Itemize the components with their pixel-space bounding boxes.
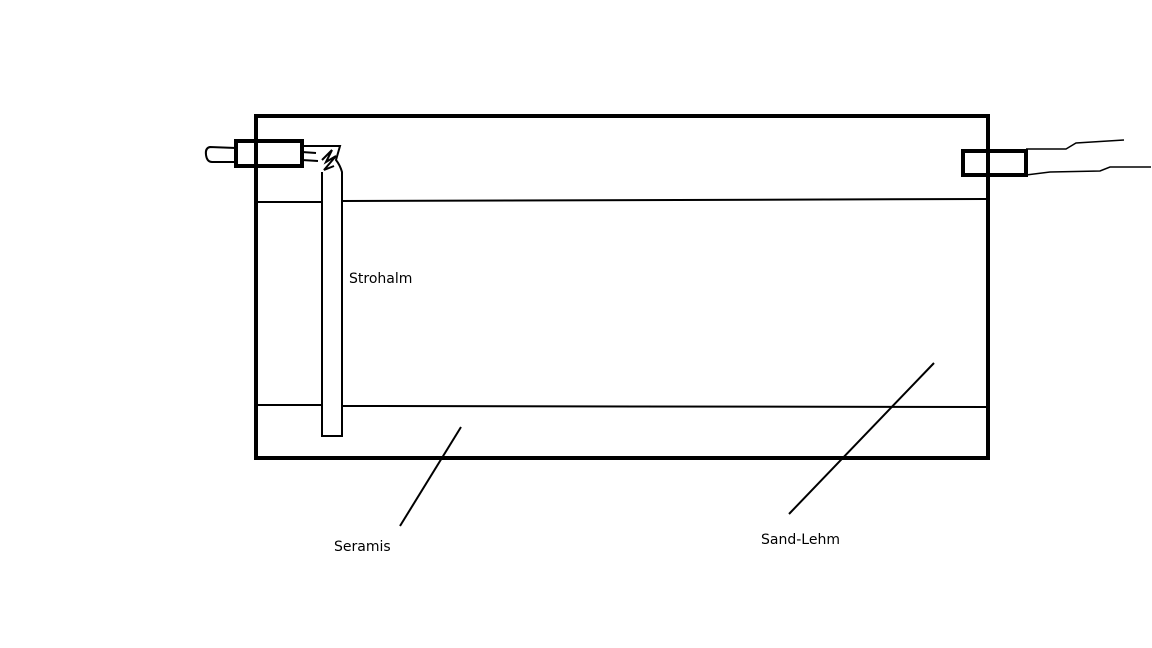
- sand-clay-pointer: [788, 362, 935, 515]
- right-connector: [961, 149, 1028, 177]
- left-hose-stub: [204, 145, 237, 163]
- seramis-label: Seramis: [334, 539, 391, 555]
- seramis-pointer: [399, 426, 462, 527]
- left-connector: [234, 139, 304, 168]
- lower-layer-line: [341, 405, 987, 408]
- container-outline: [254, 114, 990, 460]
- straw-label: Strohalm: [349, 271, 413, 287]
- right-hose: [1025, 139, 1151, 176]
- upper-layer-line: [341, 198, 987, 202]
- straw-tube: [302, 145, 343, 437]
- sand-clay-label: Sand-Lehm: [761, 532, 840, 548]
- left-hose-joint: [301, 151, 319, 162]
- straw-scribble: [321, 149, 337, 171]
